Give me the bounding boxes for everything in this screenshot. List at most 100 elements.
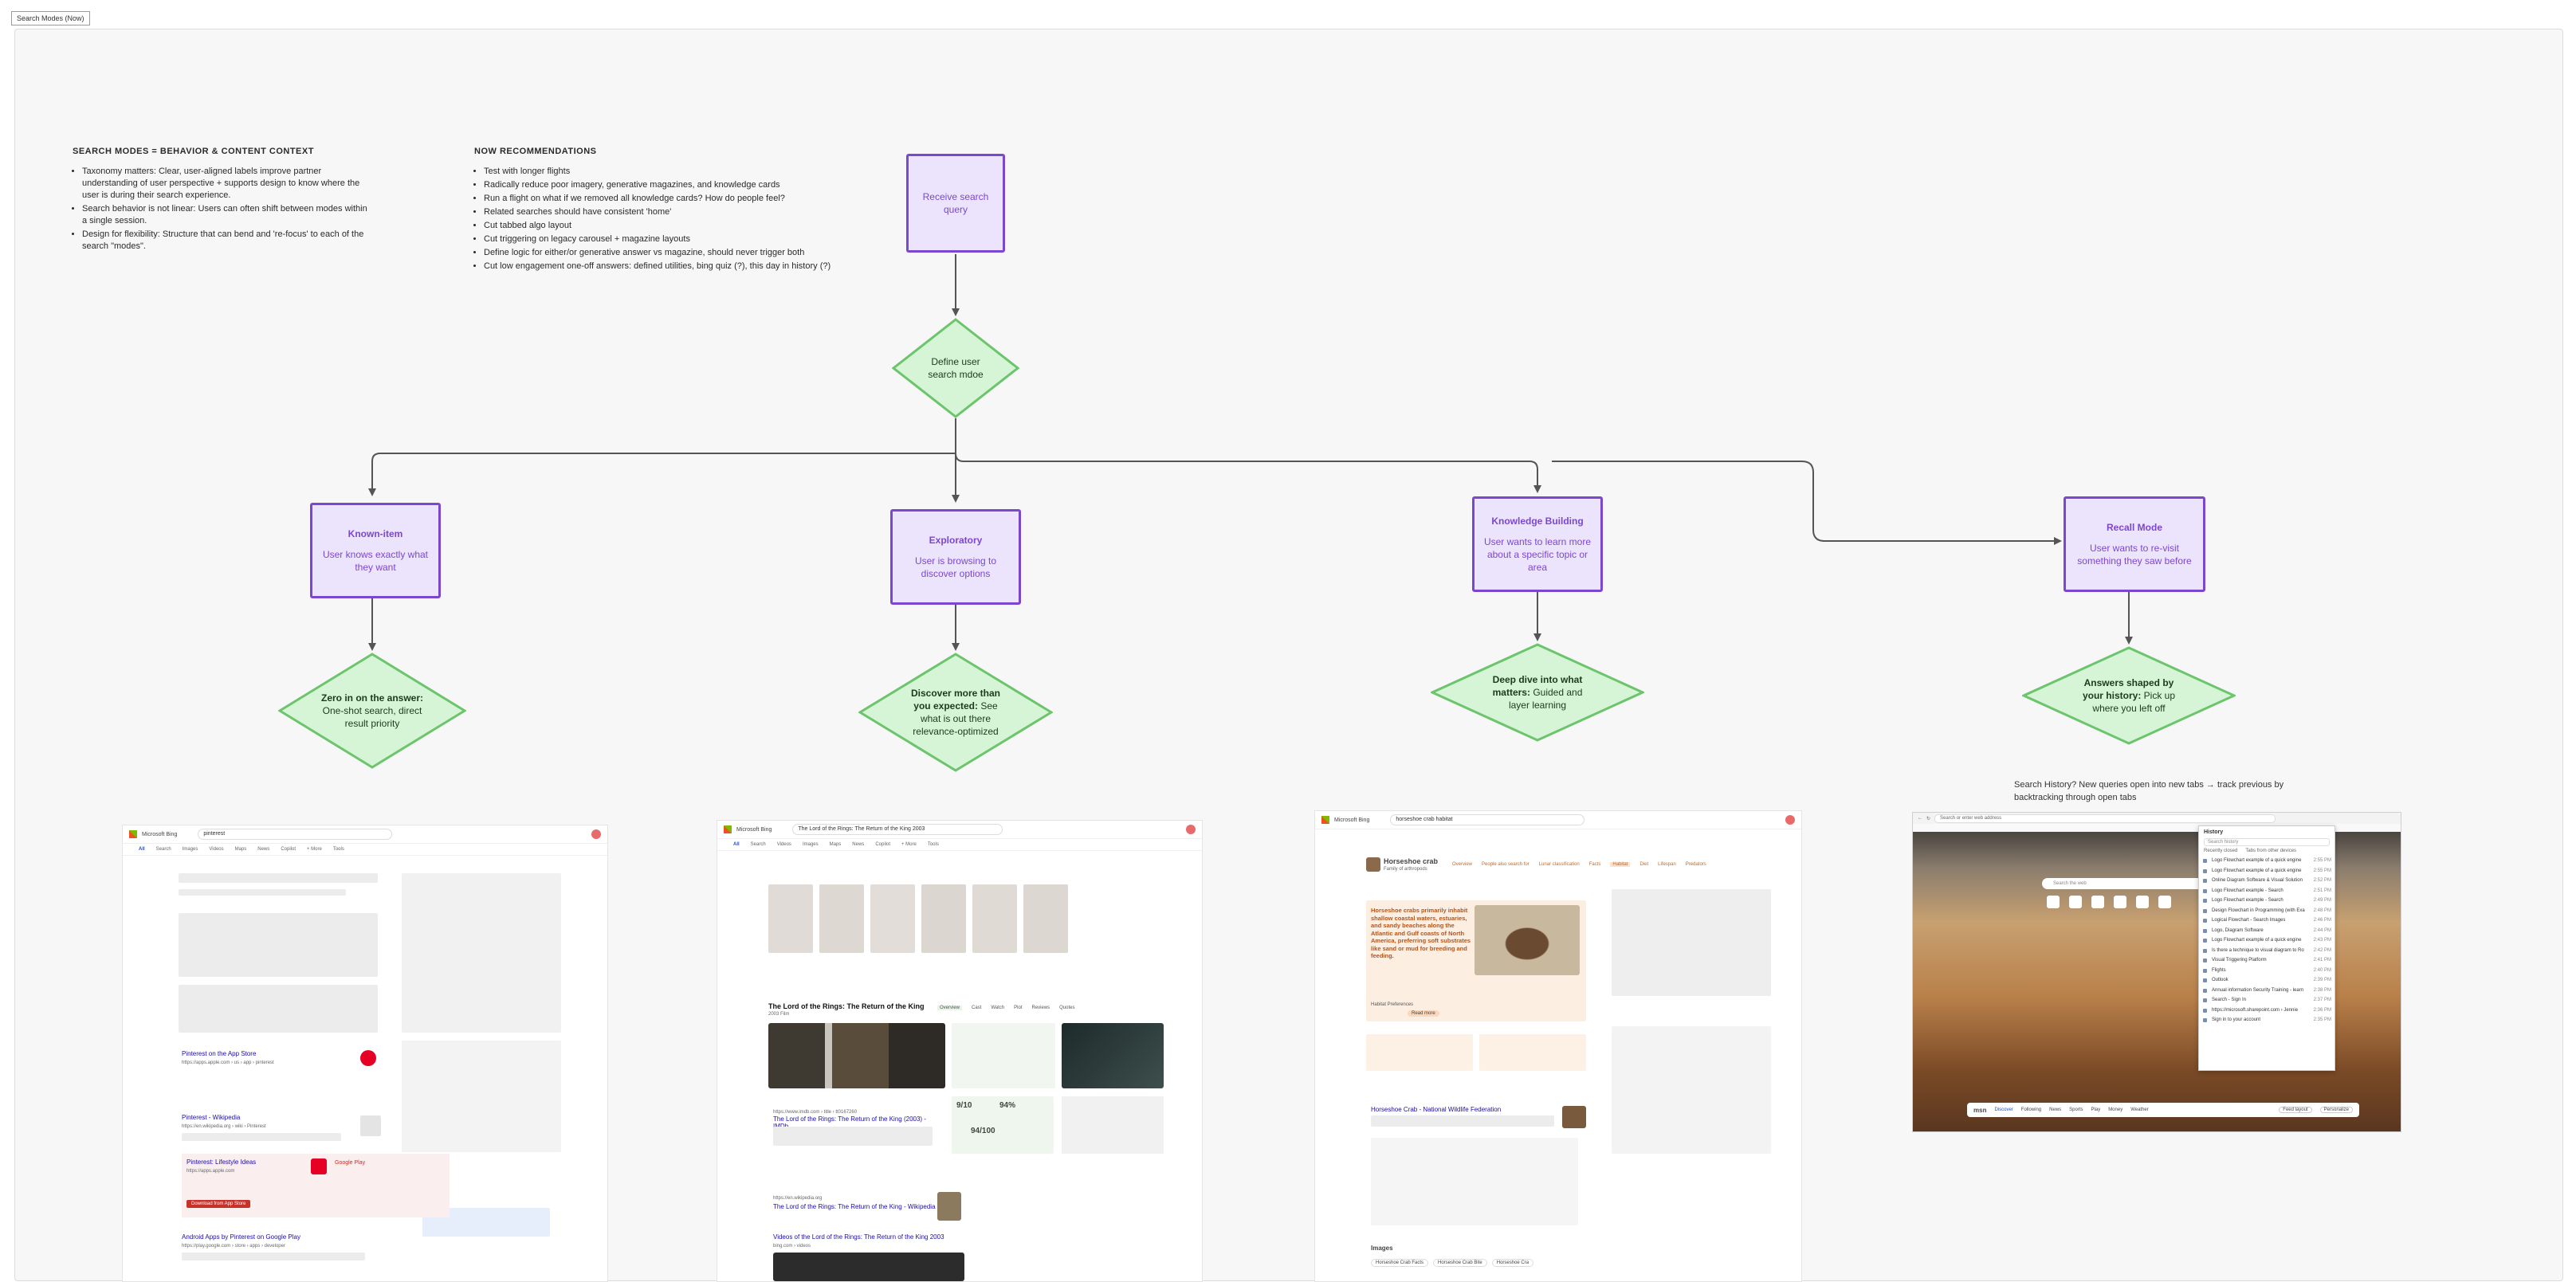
brand-label: Microsoft Bing — [736, 827, 772, 833]
tab[interactable]: + More — [307, 847, 322, 852]
mode-node-known-item[interactable]: Known-item User knows exactly what they … — [310, 503, 441, 598]
entity-tab[interactable]: Overview — [937, 1006, 962, 1010]
tab[interactable]: All — [139, 847, 145, 852]
tab[interactable]: Search — [156, 847, 171, 852]
entity-tab[interactable]: Overview — [1452, 862, 1472, 867]
tab[interactable]: All — [733, 842, 740, 847]
personalize-button[interactable]: Personalize — [2320, 1107, 2353, 1113]
tab[interactable]: News — [852, 842, 864, 847]
entity-tab[interactable]: Reviews — [1031, 1006, 1050, 1010]
feed-tab[interactable]: Weather — [2130, 1108, 2149, 1112]
quick-link-tile[interactable] — [2069, 896, 2082, 908]
entity-tab[interactable]: Watch — [991, 1006, 1004, 1010]
feed-tab[interactable]: Money — [2108, 1108, 2122, 1112]
quick-link-tile[interactable] — [2091, 896, 2104, 908]
history-item[interactable]: Logo Flowchart example of a quick engine… — [2199, 856, 2334, 866]
quick-link-tile[interactable] — [2158, 896, 2171, 908]
quick-link-tile[interactable] — [2114, 896, 2126, 908]
entity-tab[interactable]: People also search for — [1482, 862, 1530, 867]
copilot-icon[interactable] — [1186, 825, 1196, 834]
refresh-icon[interactable]: ↻ — [1926, 816, 1930, 821]
feed-tab[interactable]: Sports — [2069, 1108, 2083, 1112]
tab[interactable]: Search — [751, 842, 766, 847]
entity-tab[interactable]: Habitat — [1610, 862, 1630, 867]
tab[interactable]: Tools — [333, 847, 344, 852]
download-app-button[interactable]: Download from App Store — [187, 1200, 250, 1208]
tab[interactable]: Maps — [235, 847, 247, 852]
quick-link-tile[interactable] — [2047, 896, 2060, 908]
tab[interactable]: + More — [901, 842, 917, 847]
copilot-icon[interactable] — [591, 829, 601, 839]
history-tab[interactable]: Recently closed — [2204, 849, 2237, 853]
result-url: https://www.imdb.com › title › tt0167260 — [773, 1109, 857, 1115]
history-item[interactable]: Design Flowchart in Programming (with Ex… — [2199, 906, 2334, 916]
history-tab[interactable]: Tabs from other devices — [2245, 849, 2296, 853]
image-chip[interactable]: Horseshoe Cra — [1492, 1259, 1533, 1267]
quick-link-tile[interactable] — [2136, 896, 2149, 908]
result-title[interactable]: Horseshoe Crab - National Wildlife Feder… — [1371, 1106, 1501, 1113]
search-box[interactable]: The Lord of the Rings: The Return of the… — [792, 824, 1003, 835]
image-chip[interactable]: Horseshoe Crab Facts — [1371, 1259, 1428, 1267]
search-box[interactable]: pinterest — [198, 829, 392, 840]
entity-tab[interactable]: Predators — [1686, 862, 1706, 867]
result-title[interactable]: Android Apps by Pinterest on Google Play — [182, 1233, 300, 1241]
where-to-watch — [1062, 1096, 1164, 1154]
mode-node-knowledge-building[interactable]: Knowledge Building User wants to learn m… — [1472, 496, 1603, 592]
tab[interactable]: Tools — [928, 842, 939, 847]
bing-logo-icon — [1321, 816, 1329, 824]
history-item[interactable]: Online Diagram Software & Visual Solutio… — [2199, 876, 2334, 886]
tab[interactable]: News — [257, 847, 269, 852]
tab[interactable]: Videos — [777, 842, 791, 847]
entity-tab[interactable]: Facts — [1589, 862, 1601, 867]
read-more-button[interactable]: Read more — [1408, 1010, 1439, 1017]
history-item[interactable]: Annual information Security Training - l… — [2199, 986, 2334, 996]
feed-tab[interactable]: Discover — [1994, 1108, 2012, 1112]
result-title[interactable]: Pinterest on the App Store — [182, 1050, 256, 1057]
result-title[interactable]: Videos of the Lord of the Rings: The Ret… — [773, 1233, 944, 1241]
result-title[interactable]: Pinterest: Lifestyle Ideas — [187, 1159, 256, 1166]
tab[interactable]: Videos — [209, 847, 223, 852]
outcome-known-item: Zero in on the answer: One-shot search, … — [321, 679, 423, 743]
back-icon[interactable]: ← — [1918, 816, 1922, 821]
result-title[interactable]: Pinterest - Wikipedia — [182, 1114, 240, 1121]
feed-tab[interactable]: Play — [2091, 1108, 2101, 1112]
tab[interactable]: Copilot — [281, 847, 296, 852]
history-search[interactable]: Search history — [2204, 838, 2330, 846]
tab[interactable]: Maps — [830, 842, 842, 847]
entity-tab[interactable]: Cast — [972, 1006, 981, 1010]
mode-node-recall[interactable]: Recall Mode User wants to re-visit somet… — [2064, 496, 2205, 592]
frame-tab[interactable]: Search Modes (Now) — [11, 11, 90, 25]
feed-layout-button[interactable]: Feed layout — [2279, 1107, 2311, 1113]
entity-tab[interactable]: Lunar classification — [1539, 862, 1580, 867]
entity-tab[interactable]: Plot — [1014, 1006, 1022, 1010]
mode-node-exploratory[interactable]: Exploratory User is browsing to discover… — [890, 509, 1021, 605]
entity-tab[interactable]: Quotes — [1059, 1006, 1074, 1010]
history-item[interactable]: Is there a technique to visual diagram t… — [2199, 946, 2334, 956]
result-title[interactable]: The Lord of the Rings: The Return of the… — [773, 1203, 936, 1210]
address-bar[interactable]: Search or enter web address — [1934, 814, 2276, 823]
entity-tab[interactable]: Lifespan — [1658, 862, 1676, 867]
search-box[interactable]: horseshoe crab habitat — [1390, 814, 1584, 825]
tab[interactable]: Images — [183, 847, 198, 852]
image-chip[interactable]: Horseshoe Crab Bite — [1433, 1259, 1487, 1267]
start-node[interactable]: Receive search query — [906, 154, 1005, 253]
feed-tab[interactable]: Following — [2021, 1108, 2041, 1112]
copilot-icon[interactable] — [1785, 815, 1795, 825]
history-item[interactable]: Logo Flowchart example of a quick engine… — [2199, 866, 2334, 876]
tab[interactable]: Copilot — [875, 842, 890, 847]
feed-tab[interactable]: News — [2049, 1108, 2061, 1112]
history-item[interactable]: Logo Flowchart example of a quick engine… — [2199, 935, 2334, 946]
entity-tab[interactable]: Diet — [1639, 862, 1648, 867]
rating-imdb: 9/10 — [956, 1101, 972, 1110]
tab[interactable]: Images — [803, 842, 819, 847]
history-item[interactable]: https://microsoft.sharepoint.com › Jenni… — [2199, 1006, 2334, 1016]
